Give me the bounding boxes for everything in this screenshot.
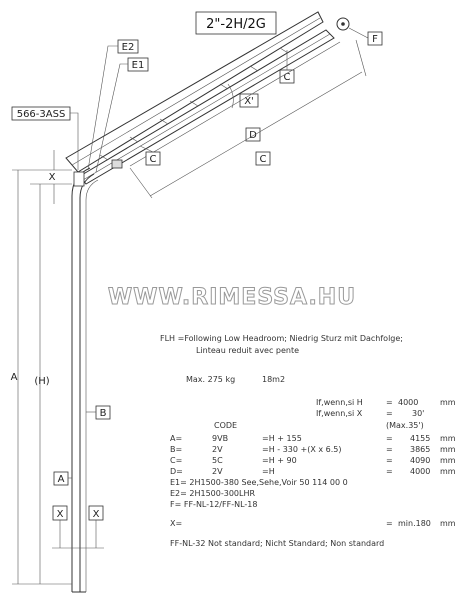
- code-header: CODE: [214, 421, 237, 430]
- svg-text:=: =: [386, 467, 393, 476]
- svg-text:=H + 155: =H + 155: [262, 434, 302, 443]
- formula-row: A= 9VB =H + 155 = 4155 mm: [170, 434, 456, 443]
- cond-h-value: 4000: [398, 398, 418, 407]
- title-box: [195, 11, 277, 35]
- x-line-label: X=: [170, 519, 182, 528]
- e1-label: E1: [132, 60, 145, 71]
- svg-text:4155: 4155: [410, 434, 430, 443]
- svg-text:=H: =H: [262, 467, 275, 476]
- c-long-box: [255, 151, 271, 166]
- formula-row: B= 2V =H - 330 +(X x 6.5) = 3865 mm: [170, 445, 456, 454]
- svg-text:=: =: [386, 434, 393, 443]
- x-line-value: min.180: [398, 519, 431, 528]
- f-label: F: [372, 34, 378, 45]
- e2-box: [117, 39, 139, 54]
- svg-text:B=: B=: [170, 445, 182, 454]
- svg-text:9VB: 9VB: [212, 434, 228, 443]
- svg-text:4090: 4090: [410, 456, 430, 465]
- x-prime-label: X': [244, 96, 254, 107]
- x-prime-box: [239, 93, 259, 108]
- x-left-label: X: [57, 509, 64, 520]
- title-text: 2"-2H/2G: [206, 17, 266, 32]
- h-dimension-label: (H): [34, 376, 49, 387]
- svg-text:D=: D=: [170, 467, 183, 476]
- c-long-label: C: [260, 154, 267, 165]
- svg-text:mm: mm: [440, 445, 456, 454]
- cond-x-max: (Max.35'): [386, 421, 424, 430]
- svg-text:4000: 4000: [410, 467, 430, 476]
- watermark: WWW.RIMESSA.HU: [108, 285, 356, 310]
- corner-bracket: [73, 171, 85, 187]
- cond-x-value: 30': [412, 409, 424, 418]
- a-box: [53, 471, 69, 486]
- svg-text:mm: mm: [440, 467, 456, 476]
- b-box: [95, 405, 111, 420]
- notes: FLH =Following Low Headroom; Niedrig Stu…: [160, 334, 456, 430]
- part-number-label: 566-3ASS: [17, 109, 66, 120]
- c-upper-label: C: [284, 72, 291, 83]
- svg-text:3865: 3865: [410, 445, 430, 454]
- part-number-box: [11, 106, 71, 121]
- e1-line: E1= 2H1500-380 See,Sehe,Voir 50 114 00 0: [170, 478, 348, 487]
- svg-text:=: =: [386, 445, 393, 454]
- b-label: B: [100, 408, 107, 419]
- formula-row: C= 5C =H + 90 = 4090 mm: [170, 456, 456, 465]
- svg-text:mm: mm: [440, 456, 456, 465]
- e1-box: [127, 57, 149, 72]
- max-weight: Max. 275 kg: [186, 375, 235, 384]
- f-line: F= FF-NL-12/FF-NL-18: [170, 500, 257, 509]
- f-box: [367, 31, 383, 46]
- svg-text:mm: mm: [440, 434, 456, 443]
- bracket: [111, 159, 123, 169]
- f-circle: [336, 17, 350, 31]
- x-right-label: X: [93, 509, 100, 520]
- x-top-label: X: [49, 172, 56, 183]
- svg-text:2V: 2V: [212, 467, 223, 476]
- cond-x-label: If,wenn,si X: [316, 409, 363, 418]
- svg-text:=H - 330 +(X x 6.5): =H - 330 +(X x 6.5): [262, 445, 341, 454]
- x-line-eq: =: [386, 519, 393, 528]
- e2-label: E2: [122, 42, 135, 53]
- x-line-unit: mm: [440, 519, 456, 528]
- max-area: 18m2: [262, 375, 285, 384]
- e2-line: E2= 2H1500-300LHR: [170, 489, 255, 498]
- footer-note: FF-NL-32 Not standard; Nicht Standard; N…: [170, 539, 384, 548]
- vertical-track: [71, 167, 99, 593]
- cond-h-unit: mm: [440, 398, 456, 407]
- cond-h-eq: =: [386, 398, 393, 407]
- svg-text:=: =: [386, 456, 393, 465]
- a-box-label: A: [58, 474, 65, 485]
- flh-line-2: Linteau reduit avec pente: [196, 346, 299, 355]
- c-lower-label: C: [150, 154, 157, 165]
- cond-h-label: If,wenn,si H: [316, 398, 363, 407]
- formula-table: A= 9VB =H + 155 = 4155 mm B= 2V =H - 330…: [170, 434, 456, 548]
- flh-line-1: FLH =Following Low Headroom; Niedrig Stu…: [160, 334, 403, 343]
- svg-text:5C: 5C: [212, 456, 223, 465]
- horizontal-track: [65, 11, 335, 185]
- formula-row: D= 2V =H = 4000 mm: [170, 467, 456, 476]
- svg-text:C=: C=: [170, 456, 182, 465]
- svg-text:=H + 90: =H + 90: [262, 456, 297, 465]
- svg-text:A=: A=: [170, 434, 182, 443]
- cond-x-eq: =: [386, 409, 393, 418]
- svg-text:2V: 2V: [212, 445, 223, 454]
- a-dimension-label: A: [11, 372, 18, 383]
